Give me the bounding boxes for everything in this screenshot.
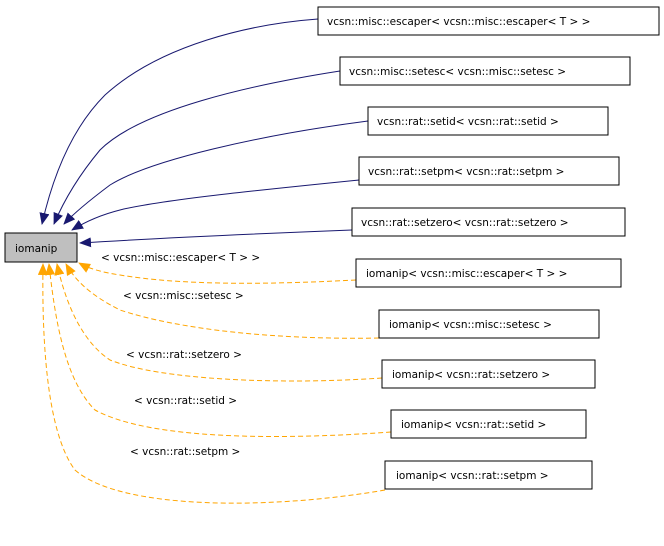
edge-labels: < vcsn::misc::escaper< T > > < vcsn::mis…	[101, 252, 260, 458]
inheritance-edges	[39, 18, 369, 248]
template-edges	[37, 262, 392, 504]
node-setid-label: vcsn::rat::setid< vcsn::rat::setid >	[377, 116, 559, 128]
node-iomanip[interactable]: iomanip	[4, 232, 78, 263]
node-setpm-label: vcsn::rat::setpm< vcsn::rat::setpm >	[368, 166, 564, 178]
edge-label-setid: < vcsn::rat::setid >	[134, 395, 237, 407]
node-iomanip-setesc[interactable]: iomanip< vcsn::misc::setesc >	[378, 309, 600, 339]
edge-iomanip-setpm	[37, 263, 386, 504]
node-escaper[interactable]: vcsn::misc::escaper< vcsn::misc::escaper…	[317, 6, 660, 36]
node-setzero-label: vcsn::rat::setzero< vcsn::rat::setzero >	[361, 217, 569, 229]
node-iomanip-escaper[interactable]: iomanip< vcsn::misc::escaper< T > >	[355, 258, 622, 288]
node-setesc[interactable]: vcsn::misc::setesc< vcsn::misc::setesc >	[339, 56, 631, 86]
edge-setid	[63, 120, 369, 225]
node-iomanip-label: iomanip	[15, 243, 58, 255]
edge-label-setesc: < vcsn::misc::setesc >	[123, 290, 244, 302]
node-iomanip-setpm[interactable]: iomanip< vcsn::rat::setpm >	[384, 460, 593, 490]
node-setpm[interactable]: vcsn::rat::setpm< vcsn::rat::setpm >	[358, 156, 620, 186]
node-escaper-label: vcsn::misc::escaper< vcsn::misc::escaper…	[327, 16, 590, 28]
node-iomanip-setesc-label: iomanip< vcsn::misc::setesc >	[389, 319, 552, 331]
node-iomanip-escaper-label: iomanip< vcsn::misc::escaper< T > >	[366, 268, 567, 280]
edge-setesc	[53, 70, 341, 225]
node-setid[interactable]: vcsn::rat::setid< vcsn::rat::setid >	[367, 106, 609, 136]
node-iomanip-setid-label: iomanip< vcsn::rat::setid >	[401, 419, 546, 431]
edge-iomanip-setesc	[65, 263, 380, 339]
node-iomanip-setzero[interactable]: iomanip< vcsn::rat::setzero >	[381, 359, 596, 389]
node-iomanip-setpm-label: iomanip< vcsn::rat::setpm >	[396, 470, 549, 482]
edge-setpm	[71, 179, 360, 231]
edge-iomanip-setzero	[54, 263, 383, 382]
edge-escaper	[39, 18, 319, 225]
edge-iomanip-escaper	[78, 262, 357, 284]
edge-iomanip-setid	[45, 263, 392, 438]
node-iomanip-setid[interactable]: iomanip< vcsn::rat::setid >	[390, 409, 587, 439]
edge-label-setzero: < vcsn::rat::setzero >	[126, 349, 242, 361]
node-iomanip-setzero-label: iomanip< vcsn::rat::setzero >	[392, 369, 550, 381]
node-setesc-label: vcsn::misc::setesc< vcsn::misc::setesc >	[349, 66, 566, 78]
edge-label-escaper: < vcsn::misc::escaper< T > >	[101, 252, 260, 264]
node-setzero[interactable]: vcsn::rat::setzero< vcsn::rat::setzero >	[351, 207, 626, 237]
edge-setzero	[79, 229, 353, 248]
edge-label-setpm: < vcsn::rat::setpm >	[130, 446, 240, 458]
